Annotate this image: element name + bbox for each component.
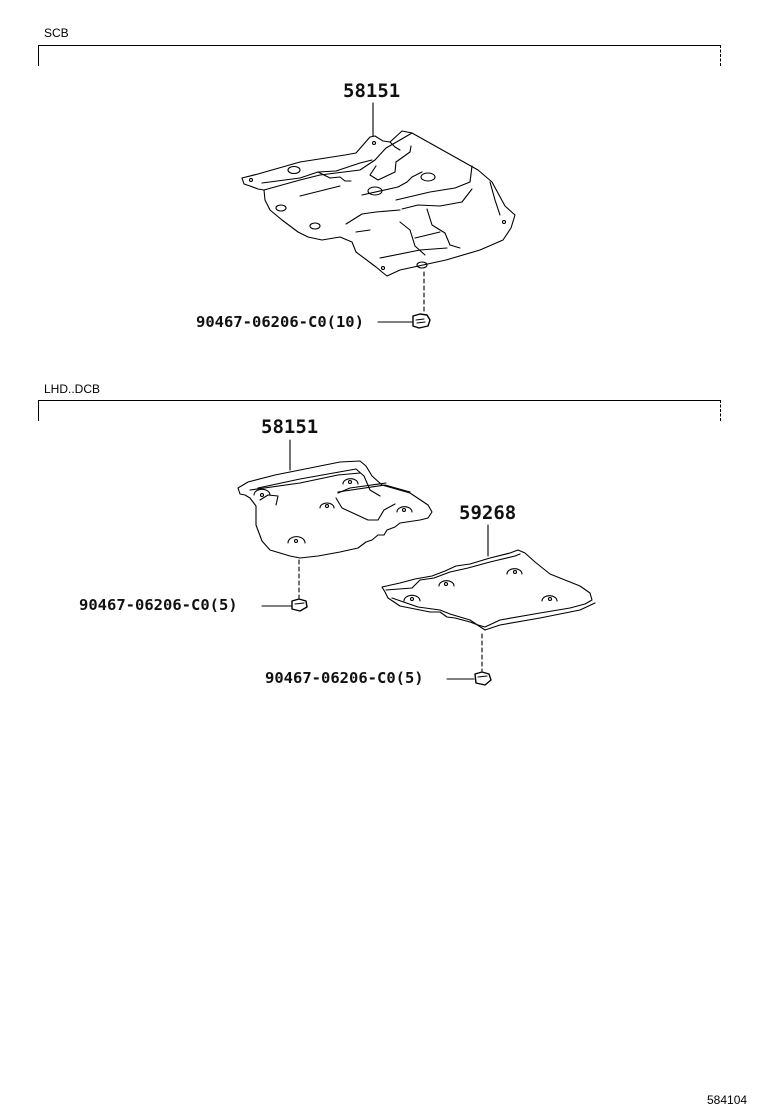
part-number-58151-scb[interactable]: 58151 — [343, 80, 401, 102]
section-bracket-scb — [38, 45, 721, 66]
fastener-label-lhd-58151[interactable]: 90467-06206-C0(5) — [79, 596, 238, 614]
section-label-lhd-dcb: LHD..DCB — [44, 382, 101, 396]
fastener-label-lhd-59268[interactable]: 90467-06206-C0(5) — [265, 669, 424, 687]
part-number-58151-lhd[interactable]: 58151 — [261, 416, 319, 438]
engine-under-cover-58151-scb-drawing — [241, 102, 516, 314]
clip-icon — [261, 598, 308, 612]
diagram-reference-code: 584104 — [707, 1093, 748, 1107]
clip-icon — [377, 313, 431, 329]
engine-under-cover-58151-lhd-drawing — [237, 439, 433, 599]
fastener-label-scb[interactable]: 90467-06206-C0(10) — [196, 313, 364, 331]
under-cover-59268-drawing — [381, 524, 596, 672]
part-number-59268[interactable]: 59268 — [459, 502, 517, 524]
clip-icon — [446, 671, 492, 686]
section-label-scb: SCB — [44, 26, 69, 40]
section-bracket-lhd-dcb — [38, 400, 721, 421]
